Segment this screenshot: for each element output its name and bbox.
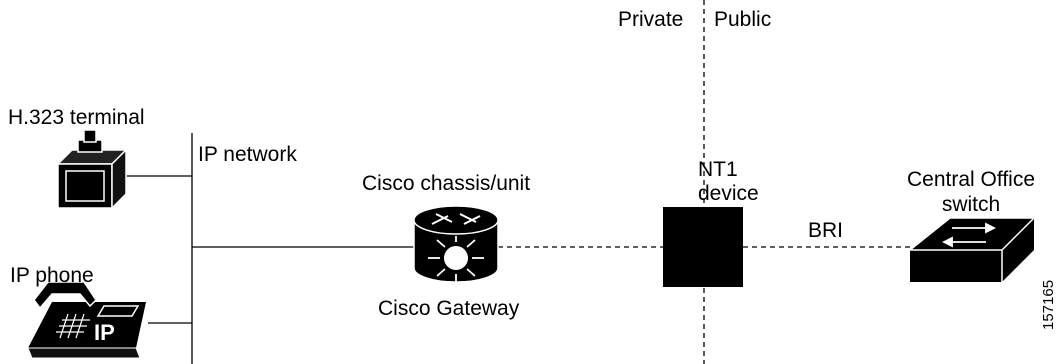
- switch-icon: [907, 217, 1036, 282]
- router-icon: [413, 205, 499, 283]
- public-label: Public: [714, 8, 772, 31]
- nt1-label: NT1: [698, 158, 738, 181]
- switch-label: switch: [941, 193, 1001, 216]
- ip-network-label: IP network: [198, 143, 297, 166]
- bri-label: BRI: [808, 219, 844, 242]
- ip-phone-badge: IP: [94, 320, 115, 345]
- cisco-chassis-label: Cisco chassis/unit: [362, 172, 531, 195]
- nt1-device-label: device: [698, 182, 759, 205]
- nt1-device-box: [663, 207, 743, 287]
- ip-phone-icon: IP: [27, 281, 146, 359]
- figure-id: 157165: [1040, 279, 1057, 330]
- cisco-gateway-label: Cisco Gateway: [378, 297, 520, 320]
- private-label: Private: [618, 8, 684, 31]
- ip-phone-label: IP phone: [10, 264, 94, 287]
- h323-terminal-icon: [56, 129, 128, 210]
- central-office-label: Central Office: [907, 168, 1035, 191]
- h323-terminal-label: H.323 terminal: [8, 106, 145, 129]
